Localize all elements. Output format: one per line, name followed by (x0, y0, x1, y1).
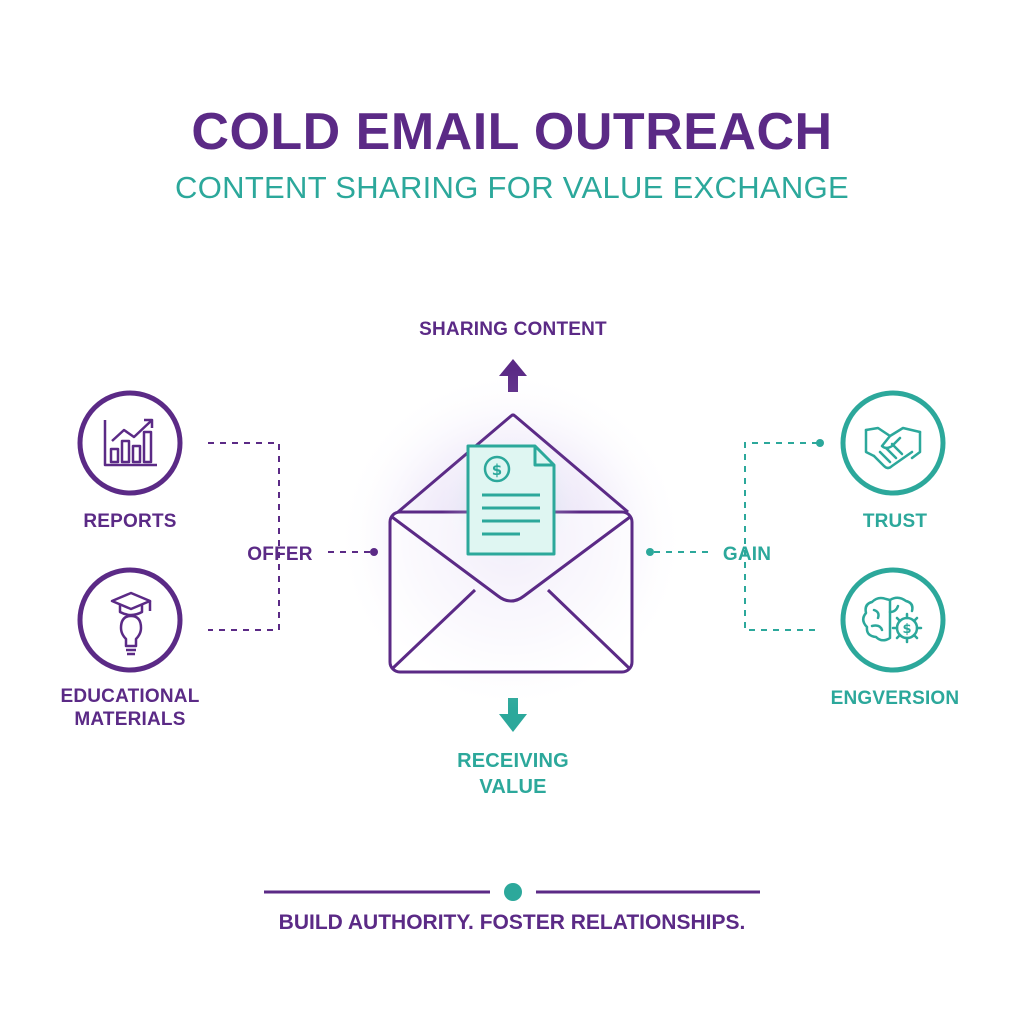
page-subtitle: CONTENT SHARING FOR VALUE EXCHANGE (175, 170, 849, 205)
right-connector-dot (646, 548, 654, 556)
svg-text:$: $ (902, 622, 911, 637)
right-connector-lines (654, 442, 818, 631)
trust-label: TRUST (862, 511, 928, 532)
footer-tagline: BUILD AUTHORITY. FOSTER RELATIONSHIPS. (278, 911, 746, 934)
offer-label: OFFER (247, 544, 313, 565)
conversion-label: ENGVERSION (830, 688, 960, 709)
invoice-document-icon: $ (466, 444, 556, 556)
sharing-content-label: SHARING CONTENT (419, 319, 607, 340)
educational-materials-label: EDUCATIONAL MATERIALS (60, 686, 200, 730)
receiving-value-label: RECEIVING VALUE (457, 750, 569, 798)
brain-gear-icon: $ (840, 567, 946, 673)
graduation-lightbulb-icon (77, 567, 183, 673)
handshake-icon (840, 390, 946, 496)
left-connector-lines (208, 442, 370, 631)
page-title: COLD EMAIL OUTREACH (191, 103, 833, 161)
bar-chart-icon (77, 390, 183, 496)
gain-label: GAIN (722, 544, 772, 565)
left-connector-dot (370, 548, 378, 556)
footer-divider (264, 883, 760, 901)
svg-text:$: $ (492, 461, 502, 479)
trust-connector-dot (816, 439, 824, 447)
reports-label: REPORTS (83, 511, 177, 532)
